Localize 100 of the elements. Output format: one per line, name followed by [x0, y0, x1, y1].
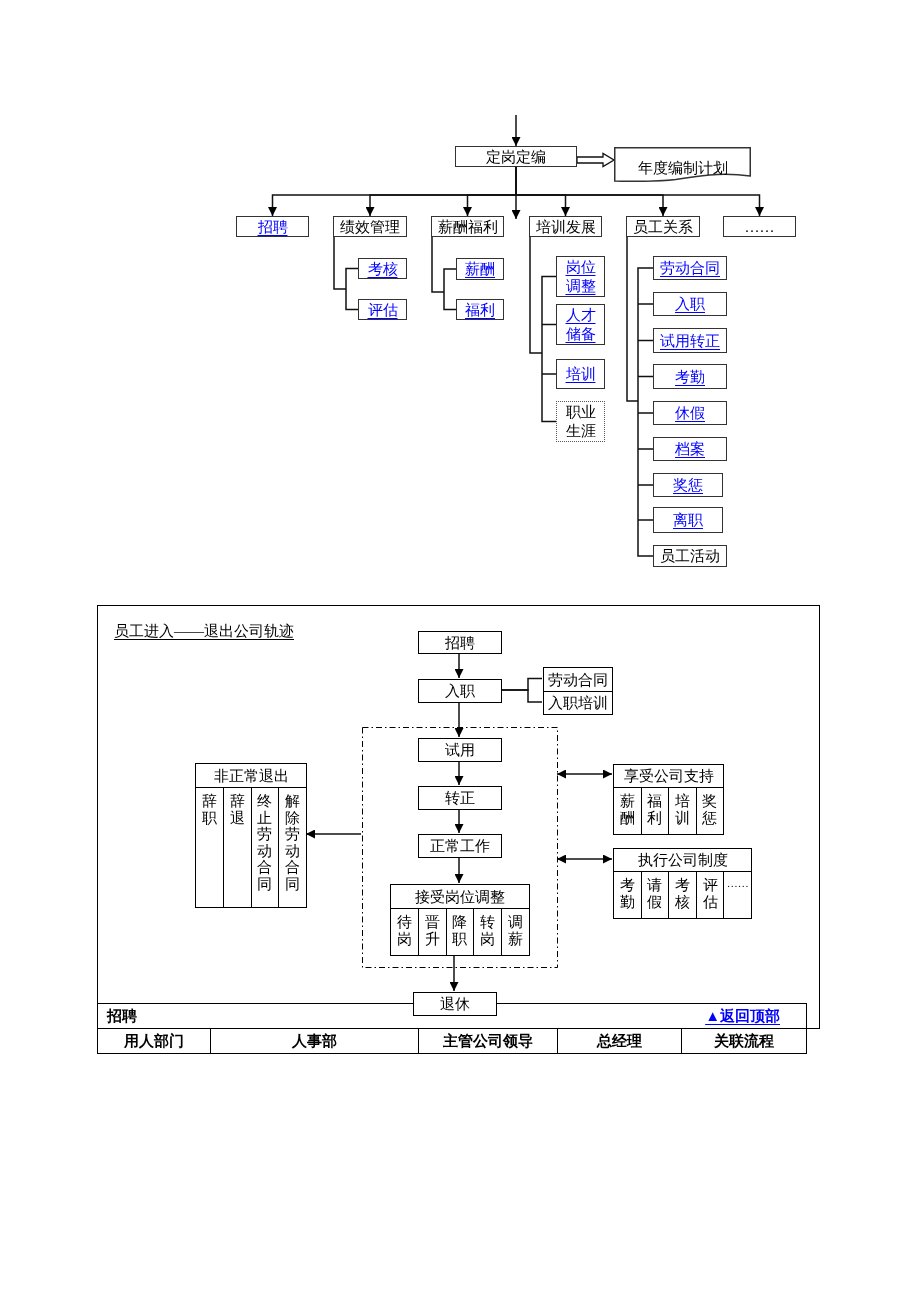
- tree-connector: [333, 236, 359, 311]
- process-box: [418, 786, 502, 810]
- column-text: 待岗: [396, 914, 412, 947]
- arrow: [515, 166, 764, 217]
- box-label: 职业生涯: [564, 402, 597, 441]
- column-text: 降职: [452, 914, 468, 947]
- link-text: 评估: [367, 300, 398, 319]
- link-text: 离职: [673, 511, 703, 529]
- process-box: [431, 216, 504, 237]
- arrow: [454, 856, 464, 884]
- column-text: 调薪: [508, 914, 524, 947]
- box-label: 试用: [445, 741, 475, 759]
- process-box: [456, 258, 504, 280]
- process-box: [358, 299, 407, 320]
- hollow-arrow: [576, 152, 616, 168]
- column-header: 人事部: [292, 1032, 337, 1050]
- process-box: [556, 256, 605, 297]
- column-text: 评估: [702, 877, 718, 910]
- column-text: 辞退: [229, 793, 245, 826]
- column-text: 考核: [675, 877, 690, 910]
- table-heading: 执行公司制度: [637, 851, 728, 869]
- arrow: [454, 808, 464, 834]
- back-to-top-link: ▲返回顶部: [705, 1007, 780, 1025]
- process-box: [653, 256, 727, 280]
- process-box: [418, 631, 502, 654]
- column-header: 主管公司领导: [443, 1032, 533, 1050]
- arrow: [454, 652, 464, 679]
- process-box: [653, 545, 727, 567]
- box-label: 定岗定编: [486, 147, 546, 166]
- box-label: ……: [744, 217, 775, 236]
- table-box: [390, 884, 530, 956]
- process-box: [333, 216, 407, 237]
- column-text: 福利: [647, 793, 663, 826]
- connector-line: [500, 689, 543, 703]
- table-heading: 非正常退出: [213, 766, 289, 785]
- process-box: [653, 507, 723, 533]
- link-text: 福利: [465, 300, 495, 319]
- dashed-boundary: [362, 727, 558, 968]
- link-text: 招聘: [257, 217, 288, 236]
- box-label: 转正: [445, 789, 475, 807]
- link-text: 劳动合同: [660, 259, 720, 277]
- arrow: [305, 829, 362, 839]
- panel-title: 员工进入——退出公司轨迹: [114, 622, 294, 641]
- process-box: [529, 216, 602, 237]
- box-label: 入职: [445, 682, 475, 700]
- dotted-box: [556, 401, 605, 442]
- process-box: [456, 299, 504, 320]
- table-box: [195, 763, 307, 908]
- box-label: 入职培训: [548, 694, 608, 712]
- column-text: 培训: [674, 793, 690, 826]
- process-box: [543, 691, 613, 715]
- column-text: 请假: [647, 877, 663, 910]
- link-text: 薪酬: [465, 260, 495, 278]
- box-label: 绩效管理: [340, 217, 400, 236]
- process-box: [653, 328, 727, 353]
- box-label: 退休: [440, 995, 470, 1013]
- tree-connector: [529, 236, 557, 423]
- process-box: [626, 216, 700, 237]
- process-box: [653, 364, 727, 389]
- double-arrow: [556, 769, 613, 779]
- box-label: 员工关系: [633, 217, 693, 236]
- link-text: 考勤: [675, 367, 705, 386]
- box-label: 正常工作: [430, 837, 490, 855]
- process-box: [653, 401, 727, 425]
- process-box: [543, 667, 613, 692]
- column-header: 用人部门: [124, 1032, 184, 1050]
- process-box: [653, 473, 723, 497]
- link-text: 休假: [675, 404, 705, 422]
- column-text: ……: [726, 877, 749, 890]
- table-heading: 享受公司支持: [623, 767, 714, 785]
- column-text: 终止劳动合同: [257, 793, 273, 892]
- process-box: [653, 292, 727, 316]
- arrow: [511, 114, 521, 147]
- panel-frame: [97, 605, 820, 1029]
- double-arrow: [556, 854, 613, 864]
- process-box: [556, 359, 605, 389]
- column-text: 解除劳动合同: [285, 793, 301, 892]
- box-label: 员工活动: [660, 547, 720, 565]
- column-header: 关联流程: [714, 1032, 774, 1050]
- link-text: 岗位调整: [564, 257, 597, 296]
- arrow: [449, 954, 459, 992]
- table-box: [613, 848, 752, 919]
- link-text: 人才储备: [564, 305, 597, 344]
- link-text: 试用转正: [660, 331, 720, 350]
- section-title: 招聘: [107, 1007, 137, 1025]
- process-box: [236, 216, 309, 237]
- column-text: 转岗: [480, 914, 496, 947]
- table-box: [613, 764, 724, 835]
- column-header: 总经理: [597, 1032, 642, 1050]
- process-box: [418, 738, 502, 762]
- link-text: 奖惩: [673, 476, 703, 494]
- column-text: 奖惩: [702, 793, 718, 826]
- process-box: [418, 679, 502, 703]
- box-label: 劳动合同: [548, 670, 608, 689]
- link-text: 档案: [675, 440, 705, 458]
- box-label: 薪酬福利: [437, 217, 498, 236]
- process-box: [723, 216, 796, 237]
- tree-connector: [431, 236, 457, 311]
- link-text: 培训: [565, 365, 596, 383]
- column-text: 考勤: [619, 877, 635, 910]
